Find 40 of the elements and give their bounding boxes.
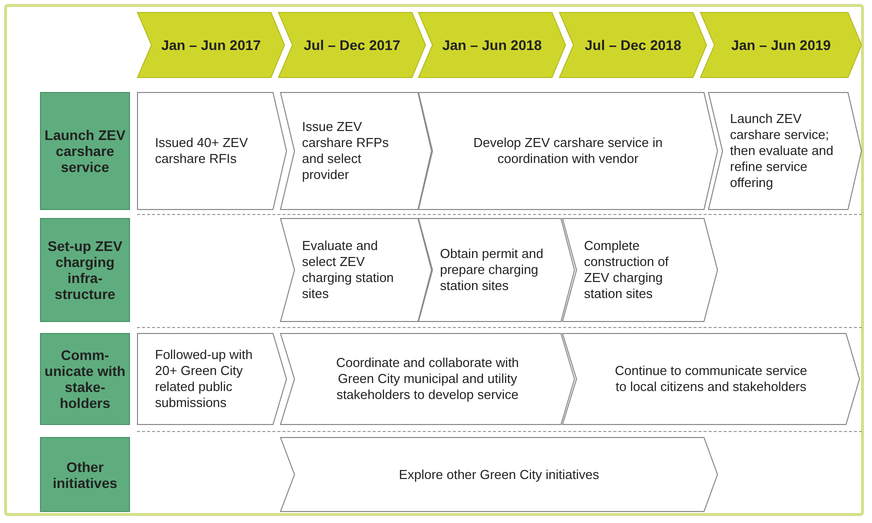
task-text: Followed-up with 20+ Green City related public submissions [155, 346, 254, 412]
row-label-text: Other initiatives [52, 458, 118, 492]
task-text: Issued 40+ ZEV carshare RFIs [155, 134, 249, 168]
row-label [40, 218, 130, 322]
period-header [700, 12, 862, 78]
task-block [137, 92, 287, 210]
task-text: Issue ZEV carshare RFPs and select provider [302, 118, 390, 184]
task-block [708, 92, 862, 210]
row-label [40, 92, 130, 210]
task-block [137, 333, 287, 425]
task-text: Coordinate and collaborate with Green City municipal and utility stakeholders to develop service [335, 354, 520, 404]
task-block [562, 333, 860, 425]
row-label [40, 437, 130, 512]
task-block [418, 218, 575, 322]
task-block [280, 218, 432, 322]
task-block [280, 437, 718, 512]
row-label-text: Set-up ZEV charging infra-structure [46, 237, 124, 304]
task-text: Complete construction of ZEV charging station sites [584, 237, 670, 303]
task-text: Evaluate and select ZEV charging station sites [302, 237, 395, 303]
task-text: Continue to communicate service to local citizens and stakeholders [614, 362, 808, 396]
period-header [418, 12, 566, 78]
period-header [278, 12, 426, 78]
period-text: Jan – Jun 2017 [160, 36, 262, 55]
period-header [559, 12, 707, 78]
period-text: Jan – Jun 2019 [730, 36, 832, 55]
task-block [280, 333, 575, 425]
row-label-text: Comm-unicate with stake-holders [44, 346, 126, 413]
task-text: Obtain permit and prepare charging station sites [440, 245, 544, 295]
period-text: Jul – Dec 2018 [584, 36, 682, 55]
task-block [280, 92, 432, 210]
row-label [40, 333, 130, 425]
period-header [137, 12, 285, 78]
period-text: Jul – Dec 2017 [302, 36, 402, 55]
task-block [418, 92, 718, 210]
task-text: Launch ZEV carshare service; then evaluate and refine service offering [730, 110, 834, 192]
task-text: Develop ZEV carshare service in coordination with vendor [472, 134, 664, 168]
task-text: Explore other Green City initiatives [398, 466, 600, 484]
period-text: Jan – Jun 2018 [441, 36, 543, 55]
task-block [562, 218, 718, 322]
row-label-text: Launch ZEV carshare service [44, 126, 126, 177]
